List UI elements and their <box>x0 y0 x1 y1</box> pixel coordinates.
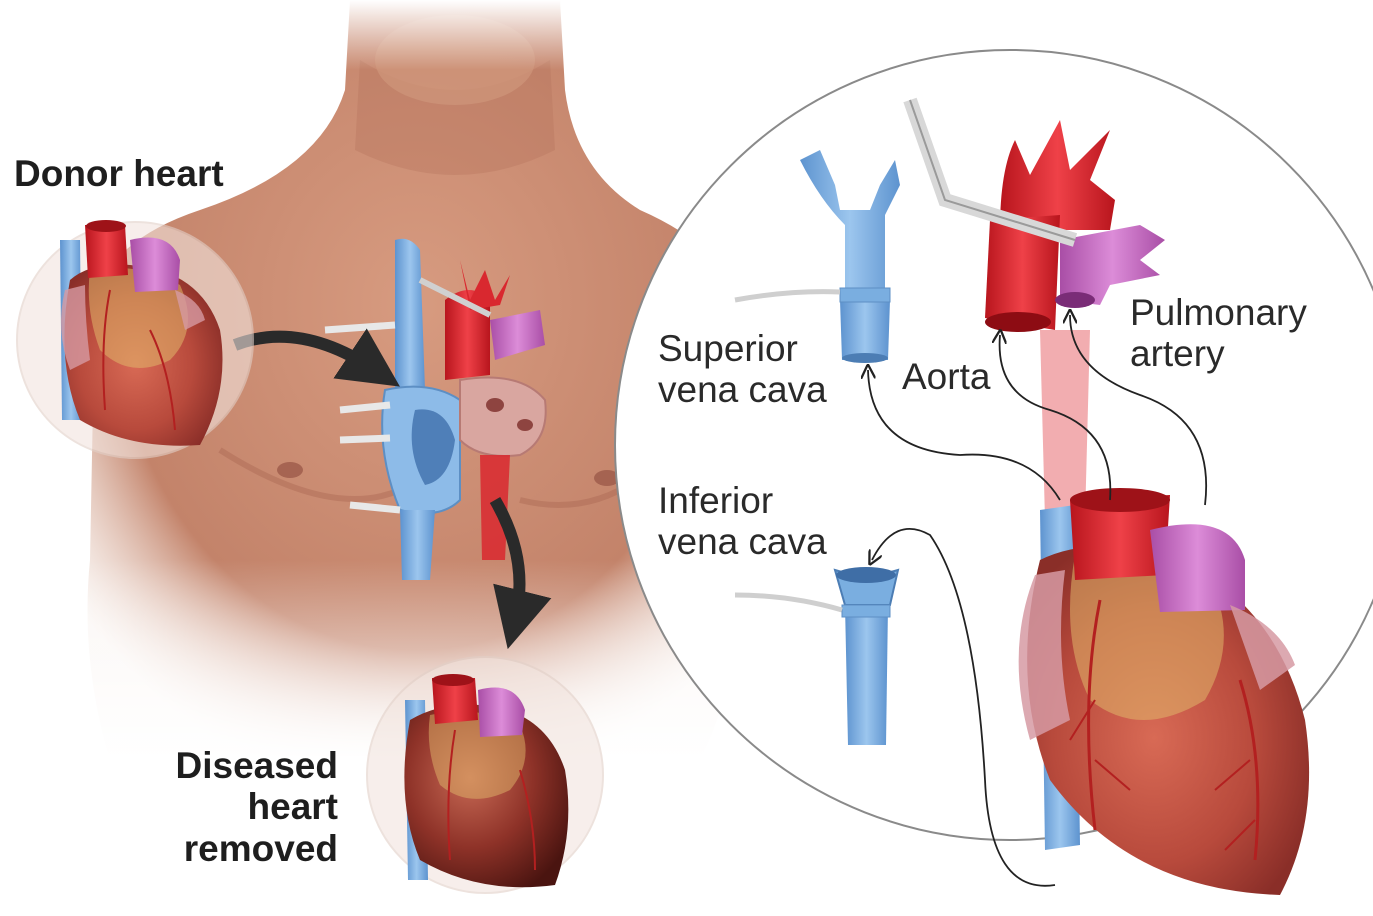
pulmonary-artery-label: Pulmonary artery <box>1130 292 1307 375</box>
aorta-label: Aorta <box>902 356 990 397</box>
diseased-heart-inset <box>367 657 603 893</box>
inferior-vena-cava-label: Inferior vena cava <box>658 480 827 563</box>
donor-heart-label: Donor heart <box>14 153 224 194</box>
donor-heart-inset <box>17 220 253 458</box>
diseased-heart-removed-label: Diseased heart removed <box>100 745 338 869</box>
superior-vena-cava-label: Superior vena cava <box>658 328 827 411</box>
